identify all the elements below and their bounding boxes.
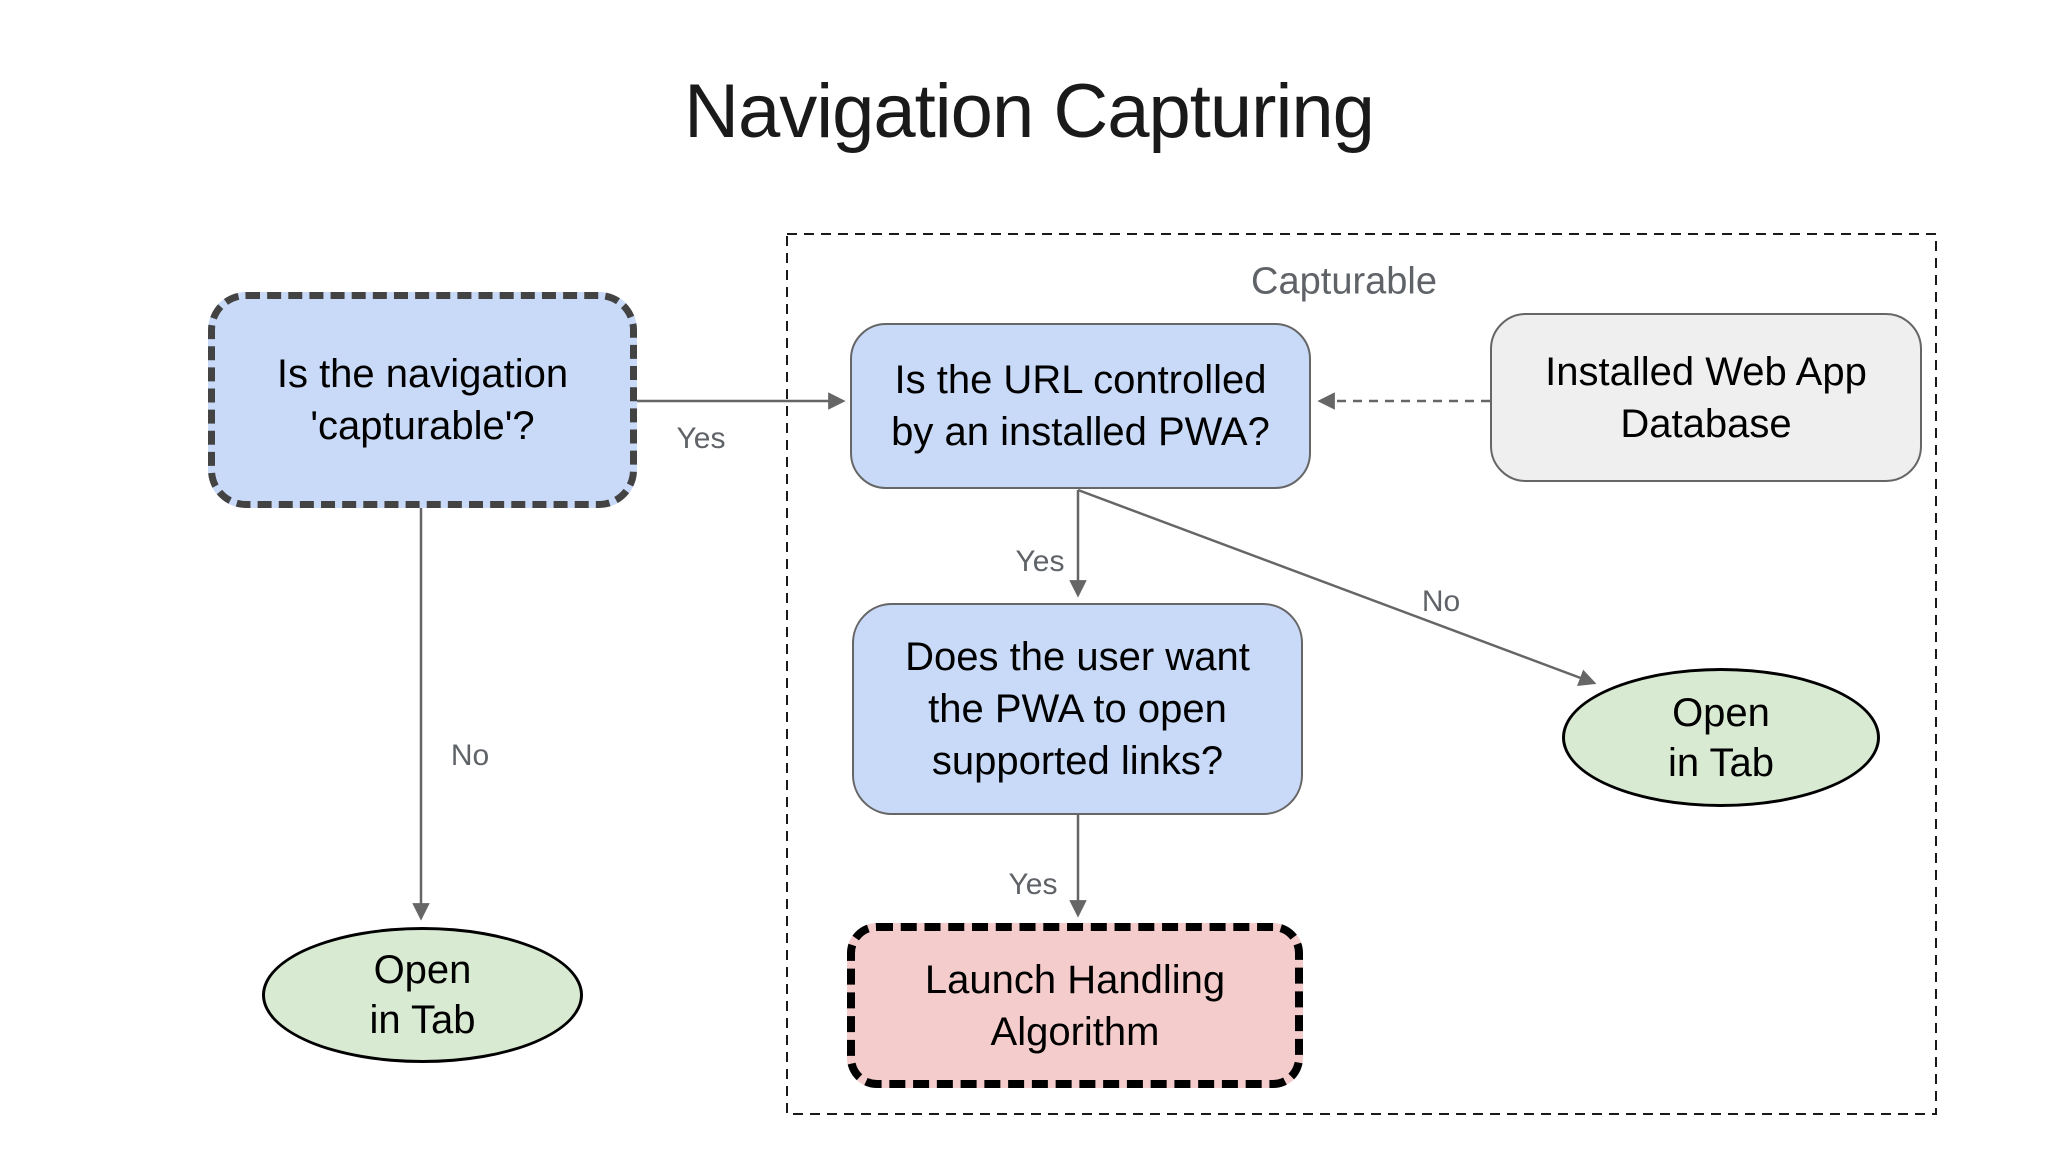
node-does-user-want-text: Does the user want the PWA to open suppo… [905,635,1250,783]
page-title: Navigation Capturing [684,69,1375,154]
edge-label-url-controlled-no: No [1421,585,1461,618]
edge-label-capturable-yes: Yes [676,422,726,455]
capturable-region-label: Capturable [1251,260,1437,303]
node-open-in-tab-right: Open in Tab [1562,668,1880,807]
node-open-in-tab-left-text: Open in Tab [369,948,476,1042]
node-launch-handling-algorithm-text: Launch Handling Algorithm [924,957,1226,1054]
node-is-url-controlled-text: Is the URL controlled by an installed PW… [891,358,1270,454]
node-is-navigation-capturable: Is the navigation 'capturable'? [208,292,637,508]
edge-label-url-controlled-yes: Yes [1015,545,1065,578]
node-installed-web-app-database-text: Installed Web App Database [1545,349,1867,446]
capturable-region-border [786,233,1937,1115]
node-is-url-controlled: Is the URL controlled by an installed PW… [850,323,1311,489]
node-does-user-want: Does the user want the PWA to open suppo… [852,603,1303,815]
node-is-navigation-capturable-text: Is the navigation 'capturable'? [276,352,569,448]
node-installed-web-app-database: Installed Web App Database [1490,313,1922,482]
edge-label-user-want-yes: Yes [1008,868,1058,901]
edge-label-capturable-no: No [450,739,490,772]
node-open-in-tab-right-text: Open in Tab [1667,690,1774,785]
node-launch-handling-algorithm: Launch Handling Algorithm [847,923,1303,1088]
arrow-url-controlled-no [1077,488,1597,686]
node-open-in-tab-left: Open in Tab [262,927,583,1063]
